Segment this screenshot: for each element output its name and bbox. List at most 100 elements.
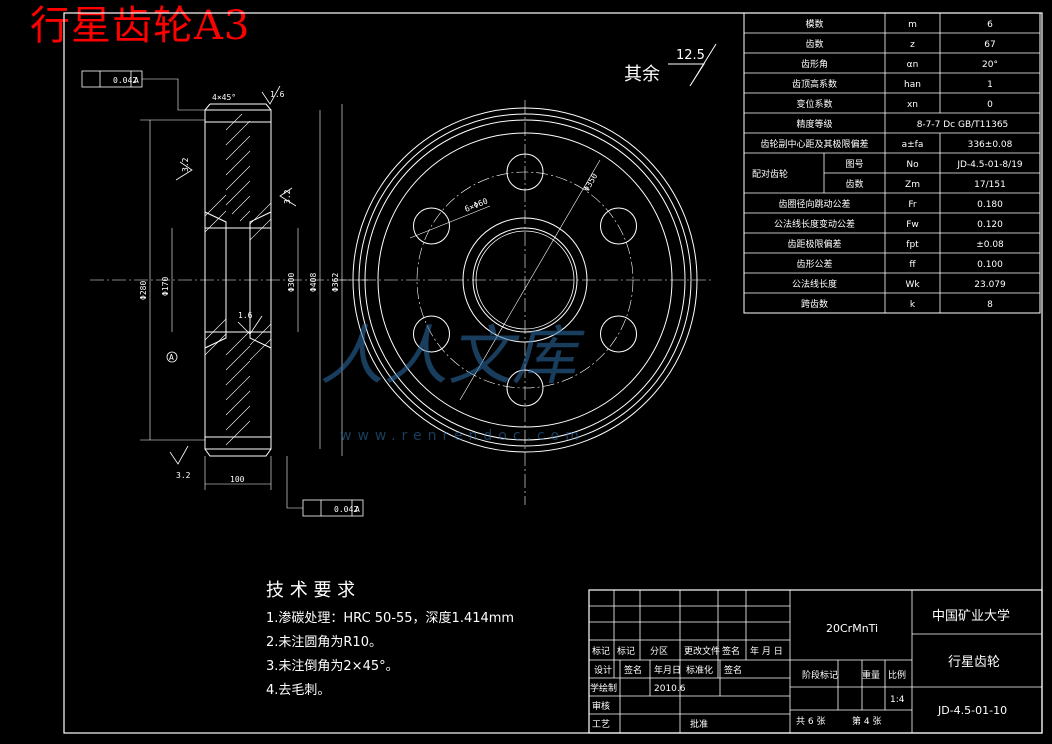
revision-header: 标记 — [592, 645, 610, 657]
param-value: 67 — [984, 40, 995, 50]
roughness-mark-mid — [237, 315, 263, 335]
param-name: 齿圈径向跳动公差 — [778, 198, 850, 210]
pitch-circle — [358, 113, 692, 447]
hub-circle — [462, 217, 588, 343]
param-value: 0 — [987, 100, 993, 110]
leader-pcd — [459, 159, 601, 401]
roughness-mark-top — [261, 85, 281, 105]
face-dimensions: 6×Φ60 Φ350 — [463, 172, 599, 214]
hole-circle — [413, 207, 450, 245]
tech-item-2: 2.未注圆角为R10。 — [266, 635, 382, 650]
tol-top-value: 0.042 — [113, 76, 137, 85]
tech-item-4: 4.去毛刺。 — [266, 683, 330, 698]
param-name: 变位系数 — [796, 98, 832, 110]
param-name: 齿形公差 — [796, 258, 832, 270]
param-value: 0.100 — [977, 260, 1003, 270]
craft-label: 工艺 — [592, 719, 610, 730]
param-value: 0.120 — [977, 220, 1003, 230]
param-sub-name: 图号 — [845, 159, 863, 170]
material: 20CrMnTi — [826, 622, 878, 635]
design-row-cell: 签名 — [724, 664, 742, 676]
param-value: JD-4.5-01-8/19 — [956, 160, 1023, 170]
root-circle — [364, 119, 686, 441]
general-roughness: 其余 12.5 — [624, 43, 717, 87]
face-view — [340, 100, 712, 505]
student-label: 学绘制 — [590, 682, 617, 694]
approve-label: 批准 — [690, 718, 708, 730]
rim-top — [204, 109, 272, 123]
sheet-number: 第 4 张 — [852, 715, 881, 727]
param-name: 齿形角 — [801, 58, 828, 70]
hole-circle — [506, 369, 544, 407]
param-name: 模数 — [805, 18, 823, 30]
tol-bottom-datum: A — [355, 505, 360, 514]
revision-header: 签名 — [722, 645, 740, 657]
param-symbol: Wk — [905, 280, 920, 290]
dim-rough-right: 3.2 — [283, 189, 292, 204]
param-name: 齿轮副中心距及其极限偏差 — [760, 138, 868, 150]
design-row-cell: 设计 — [594, 664, 612, 676]
param-symbol: Zm — [905, 180, 920, 190]
weight-label: 重量 — [862, 669, 880, 681]
param-name: 齿距极限偏差 — [787, 238, 841, 250]
param-sub-name: 齿数 — [845, 178, 863, 190]
section-hatching — [204, 113, 272, 446]
param-symbol: αn — [907, 60, 919, 70]
param-name: 跨齿数 — [801, 298, 828, 310]
revision-header: 年 月 日 — [750, 645, 783, 657]
datum-letter: A — [169, 353, 174, 362]
watermark: 人人文库 www.renrendoc.com — [320, 320, 585, 444]
dim-rough-top: 1.6 — [270, 90, 285, 99]
roughness-value: 12.5 — [676, 48, 705, 63]
review-label: 审核 — [592, 700, 610, 712]
revision-header: 标记 — [617, 645, 635, 657]
dim-width: 100 — [230, 475, 245, 484]
drawing-title: 行星齿轮A3 — [30, 3, 251, 49]
roughness-mark-left — [175, 161, 193, 181]
dim-d280: Φ280 — [139, 281, 148, 300]
school-name: 中国矿业大学 — [932, 608, 1010, 624]
roughness-symbol — [668, 43, 717, 87]
param-symbol: ff — [909, 260, 916, 270]
param-value: 0.180 — [977, 200, 1003, 210]
design-row-cell: 签名 — [624, 664, 642, 676]
scale-label: 比例 — [888, 669, 906, 681]
bolt-circle — [416, 171, 634, 389]
hole-circle — [413, 315, 450, 353]
tolerance-leader-bottom — [286, 456, 303, 509]
drawing-number: JD-4.5-01-10 — [937, 704, 1007, 717]
dim-d408: Φ408 — [309, 273, 318, 292]
bore-circle — [472, 227, 578, 333]
leader-holes — [409, 205, 491, 239]
drawing-frame — [63, 12, 1043, 734]
tol-top-datum: A — [134, 76, 139, 85]
hole-circle — [600, 207, 637, 245]
param-name: 配对齿轮 — [752, 168, 788, 180]
param-name: 公法线长度变动公差 — [774, 218, 855, 230]
watermark-url: www.renrendoc.com — [340, 428, 585, 444]
dim-rough-left: 3.2 — [181, 157, 190, 172]
tol-bottom-value: 0.042 — [334, 505, 358, 514]
param-value: 8 — [987, 300, 993, 310]
param-symbol: a±fa — [902, 140, 924, 150]
dim-d170: Φ170 — [161, 277, 170, 296]
param-symbol: No — [906, 160, 919, 170]
rim-bottom — [204, 436, 272, 450]
revision-header: 更改文件 — [684, 645, 720, 657]
scale-value: 1:4 — [890, 695, 905, 705]
param-name: 齿数 — [805, 38, 823, 50]
param-symbol: fpt — [906, 240, 919, 250]
part-name: 行星齿轮 — [948, 655, 1000, 670]
dim-rough-bottom: 3.2 — [176, 471, 191, 480]
stage-label: 阶段标记 — [802, 669, 838, 681]
tolerance-leader-top — [142, 78, 205, 111]
param-value: 8-7-7 Dc GB/T11365 — [917, 120, 1009, 130]
tip-circle — [352, 107, 698, 453]
roughness-mark-bottom — [169, 445, 189, 465]
param-symbol: m — [908, 20, 917, 30]
param-name: 公法线长度 — [792, 278, 837, 290]
param-value: 1 — [987, 80, 993, 90]
bore-chamfer-circle — [475, 230, 575, 330]
